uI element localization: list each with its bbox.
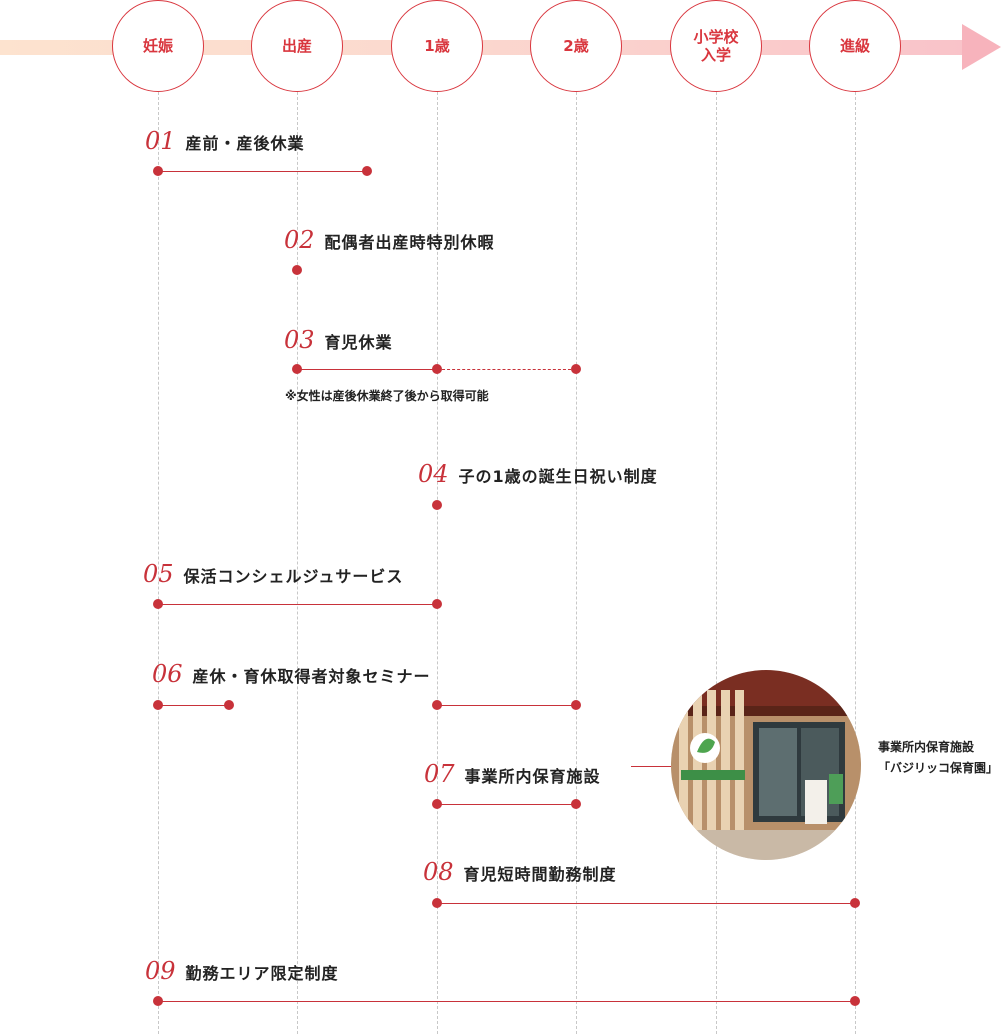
item-05-span-line [158,604,437,605]
stage-label: 2歳 [563,37,589,55]
stage-guide-line [855,92,856,1034]
item-09-title: 09 勤務エリア限定制度 [145,957,339,985]
item-07-span-line [437,804,576,805]
item-03-span-line [297,369,437,370]
span-dot [362,166,372,176]
item-03-optional-span-line [437,369,576,370]
stage-circle-birth: 出産 [251,0,343,92]
item-label: 産休・育休取得者対象セミナー [192,667,431,686]
item-number: 06 [152,660,183,688]
stage-guide-line [437,92,438,1034]
span-dot [432,364,442,374]
item-number: 09 [145,957,176,985]
nursery-building-photo [671,670,861,860]
item-label: 勤務エリア限定制度 [185,964,339,983]
item-03-note: ※女性は産後休業終了後から取得可能 [285,389,489,403]
item-06-title: 06 産休・育休取得者対象セミナー [152,660,431,688]
span-dot [292,265,302,275]
item-08-title: 08 育児短時間勤務制度 [423,858,617,886]
item-08-span-line [437,903,855,904]
item-number: 01 [145,127,176,155]
item-06-span-line-2 [437,705,576,706]
stage-label: 1歳 [424,37,450,55]
stage-label: 妊娠 [142,37,173,55]
item-number: 07 [424,760,455,788]
stage-label: 出産 [281,37,312,55]
span-dot [571,700,581,710]
item-number: 04 [418,460,449,488]
item-label: 子の1歳の誕生日祝い制度 [458,467,658,486]
stage-circle-age-2: 2歳 [530,0,622,92]
item-03-title: 03 育児休業 [284,326,393,354]
item-number: 05 [143,560,174,588]
span-dot [153,700,163,710]
item-label: 育児休業 [324,333,393,352]
arrow-right-icon [962,24,1001,70]
photo-caption: 事業所内保育施設 「バジリッコ保育園」 [878,737,998,779]
item-label: 配偶者出産時特別休暇 [324,233,495,252]
item-label: 事業所内保育施設 [464,767,601,786]
span-dot [224,700,234,710]
stage-guide-line [297,92,298,1034]
span-dot [292,364,302,374]
span-dot [153,166,163,176]
span-dot [432,700,442,710]
photo-caption-line: 「バジリッコ保育園」 [878,761,999,775]
item-number: 08 [423,858,454,886]
span-dot [432,500,442,510]
item-02-title: 02 配偶者出産時特別休暇 [284,226,495,254]
item-04-title: 04 子の1歳の誕生日祝い制度 [418,460,658,488]
stage-circle-elementary-entry: 小学校 入学 [670,0,762,92]
item-09-span-line [158,1001,855,1002]
span-dot [432,799,442,809]
stage-label: 小学校 入学 [693,28,739,64]
item-06-span-line [158,705,229,706]
span-dot [153,599,163,609]
item-label: 保活コンシェルジュサービス [183,567,404,586]
span-dot [850,996,860,1006]
item-01-span-line [158,171,367,172]
span-dot [153,996,163,1006]
stage-guide-line [716,92,717,1034]
photo-connector-line [631,766,671,767]
photo-caption-line: 事業所内保育施設 [878,740,975,754]
span-dot [432,599,442,609]
nursery-photo-illustration [671,670,861,860]
item-label: 産前・産後休業 [185,134,305,153]
stage-guide-line [158,92,159,1034]
item-number: 02 [284,226,315,254]
stage-label: 進級 [839,37,870,55]
span-dot [850,898,860,908]
item-number: 03 [284,326,315,354]
span-dot [432,898,442,908]
stage-circle-age-1: 1歳 [391,0,483,92]
stage-circle-promotion: 進級 [809,0,901,92]
stage-circle-pregnancy: 妊娠 [112,0,204,92]
item-01-title: 01 産前・産後休業 [145,127,305,155]
item-07-title: 07 事業所内保育施設 [424,760,601,788]
stage-guide-line [576,92,577,1034]
span-dot [571,799,581,809]
item-label: 育児短時間勤務制度 [463,865,617,884]
item-05-title: 05 保活コンシェルジュサービス [143,560,403,588]
span-dot [571,364,581,374]
